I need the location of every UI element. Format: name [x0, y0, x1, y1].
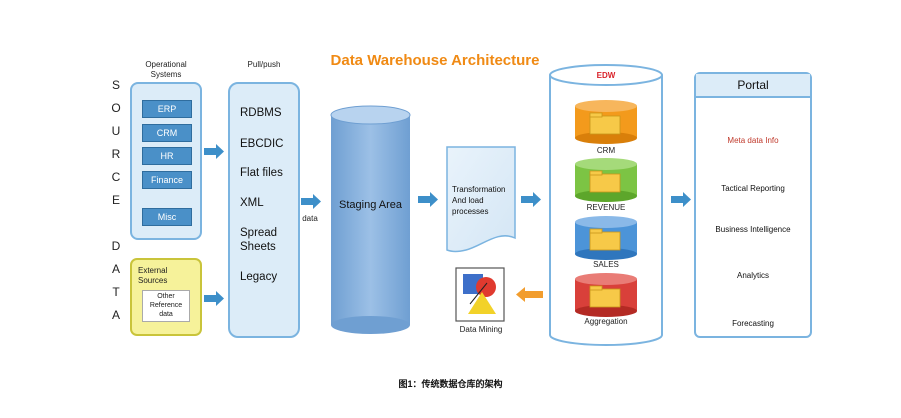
edw-label: EDW: [596, 71, 616, 80]
portal-panel: Portal Meta data Info Tactical Reporting…: [694, 72, 812, 338]
edw-mart-sales: [575, 216, 637, 260]
edw-mart-aggregation: [575, 273, 637, 317]
source-letter: S: [111, 78, 120, 92]
data-letter: A: [111, 262, 120, 276]
portal-item-tactical-reporting: Tactical Reporting: [721, 184, 785, 193]
transformation-document: [446, 146, 516, 253]
source-letter: E: [111, 193, 120, 207]
portal-item-analytics: Analytics: [736, 271, 769, 280]
source-format-item: Flat files: [240, 167, 283, 179]
mart-label-revenue: REVENUE: [586, 203, 626, 212]
staging-area-label: Staging Area: [339, 199, 402, 211]
figure-caption: 图1：传统数据仓库的架构: [398, 379, 503, 389]
source-letter: O: [111, 101, 121, 115]
erp-system: ERP: [142, 100, 192, 118]
mart-label-sales: SALES: [593, 260, 619, 269]
arrow-transform-to-edw: [521, 192, 541, 207]
data-letter: D: [111, 239, 121, 253]
crm-system: CRM: [142, 124, 192, 142]
edw-mart-revenue: [575, 158, 637, 202]
external-sources-label: External Sources: [138, 266, 168, 285]
page-title: Data Warehouse Architecture: [330, 52, 540, 69]
source-format-item: XML: [240, 197, 264, 209]
source-format-item: Legacy: [240, 271, 278, 283]
arrow-ext-to-pull: [204, 291, 224, 306]
finance-system: Finance: [142, 171, 192, 189]
arrow-ops-to-pull: [204, 144, 224, 159]
staging-area-cylinder: [330, 105, 411, 334]
transformation-label: Transformation And load processes: [452, 185, 506, 216]
source-letter: C: [111, 170, 121, 184]
data-letter: A: [111, 308, 120, 322]
source-letter: U: [111, 124, 121, 138]
portal-item-business-intelligence: Business Intelligence: [715, 225, 791, 234]
portal-item-forecasting: Forecasting: [732, 319, 774, 328]
edw-mart-crm: [575, 100, 637, 144]
source-format-item: RDBMS: [240, 107, 282, 119]
source-format-item: Spread: [240, 227, 278, 239]
arrow-edw-to-datamining: [516, 287, 543, 302]
source-letter: R: [111, 147, 121, 161]
pull-push-box: RDBMS EBCDIC Flat files XML Spread Sheet…: [228, 82, 300, 338]
portal-title: Portal: [696, 74, 810, 98]
hr-system: HR: [142, 147, 192, 165]
operational-systems-header: Operational Systems: [145, 60, 187, 79]
mart-label-aggregation: Aggregation: [584, 317, 628, 326]
arrow-edw-to-portal: [671, 192, 691, 207]
data-mining-label: Data Mining: [459, 325, 503, 334]
other-reference-data: Other Reference data: [142, 290, 190, 322]
mart-label-crm: CRM: [596, 146, 616, 155]
operational-systems-box: ERP CRM HR Finance Misc: [130, 82, 202, 240]
data-mining-icon: [455, 267, 505, 322]
external-sources-box: External Sources Other Reference data: [130, 258, 202, 336]
arrow-pull-to-staging: [301, 194, 321, 209]
data-flow-label: data: [302, 214, 318, 223]
portal-item-metadata: Meta data Info: [727, 136, 779, 145]
data-letter: T: [112, 285, 120, 299]
misc-system: Misc: [142, 208, 192, 226]
pull-push-header: Pull/push: [247, 60, 281, 69]
source-format-item: EBCDIC: [240, 138, 284, 150]
source-format-item: Sheets: [240, 241, 276, 253]
arrow-staging-to-transform: [418, 192, 438, 207]
